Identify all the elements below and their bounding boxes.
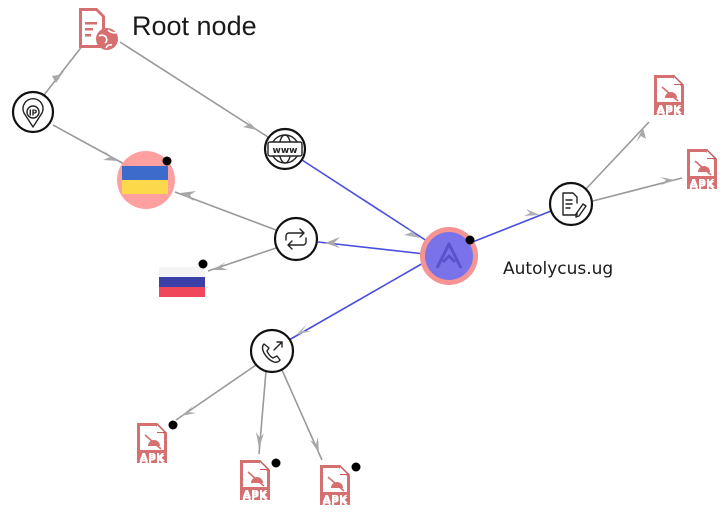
www-globe-icon: www	[267, 134, 303, 164]
badge-dot	[162, 156, 172, 166]
badge-dot	[198, 259, 208, 269]
node-redirect[interactable]	[273, 216, 319, 262]
node-apk-4[interactable]: APK	[239, 458, 281, 504]
svg-text:www: www	[273, 146, 298, 156]
svg-text:IP: IP	[29, 109, 38, 118]
node-apk-1[interactable]: APK	[653, 74, 685, 118]
edge-autolycus-report[interactable]	[469, 210, 552, 244]
document-web-icon	[79, 8, 118, 50]
edge-arrow	[660, 177, 675, 185]
edge-arrow	[325, 237, 340, 248]
node-report[interactable]	[548, 181, 594, 227]
document-edit-icon	[562, 192, 587, 218]
edges	[43, 41, 683, 461]
apk-label: APK	[656, 105, 682, 118]
node-apk-3[interactable]: APK	[136, 420, 178, 467]
edge-autolycus-redirect[interactable]	[317, 241, 426, 255]
autolycus-label: Autolycus.ug	[503, 259, 613, 279]
edge-root-www[interactable]	[119, 41, 269, 138]
edge-arrow	[103, 151, 118, 161]
edge-autolycus-phone[interactable]	[288, 261, 426, 341]
apk-label: APK	[139, 453, 165, 466]
node-apk-5[interactable]: APK	[319, 462, 361, 509]
node-apk-2[interactable]: APK	[686, 148, 718, 192]
node-phone[interactable]	[249, 328, 295, 374]
edge-arrow	[310, 437, 319, 453]
flag-russia-icon	[159, 267, 205, 297]
edge-www-autolycus[interactable]	[301, 159, 431, 244]
malware-family-icon	[435, 242, 463, 269]
edge-arrow	[243, 118, 257, 130]
badge-dot	[168, 420, 178, 430]
redirect-icon	[285, 228, 307, 250]
edge-phone-apk-3[interactable]	[175, 364, 257, 421]
edge-root-ip[interactable]	[43, 44, 84, 96]
edge-arrow	[181, 406, 196, 416]
node-www[interactable]: www	[263, 127, 307, 171]
node-root[interactable]: Root node	[79, 8, 257, 50]
phone-callback-icon	[261, 341, 283, 363]
apk-label: APK	[322, 495, 348, 508]
root-node-label: Root node	[132, 11, 257, 41]
node-flag-ukraine[interactable]	[117, 151, 175, 209]
edge-arrow	[180, 191, 196, 201]
edge-arrow	[296, 324, 311, 335]
badge-dot	[351, 462, 361, 472]
node-flag-russia[interactable]	[159, 259, 208, 298]
node-autolycus[interactable]: Autolycus.ug	[420, 227, 613, 285]
edge-arrow	[404, 226, 420, 238]
ip-location-icon: IP	[22, 97, 44, 128]
edge-report-apk-1[interactable]	[584, 121, 650, 191]
edge-arrow	[256, 432, 264, 448]
apk-label: APK	[689, 179, 715, 192]
badge-dot	[465, 235, 475, 245]
edge-arrow	[212, 262, 228, 270]
node-ip[interactable]: IP	[11, 90, 55, 134]
edge-arrow	[52, 71, 64, 83]
apk-label: APK	[242, 490, 268, 503]
edge-arrow	[524, 209, 540, 216]
edge-arrow	[636, 128, 646, 142]
badge-dot	[271, 458, 281, 468]
flag-ukraine-icon	[122, 166, 168, 194]
